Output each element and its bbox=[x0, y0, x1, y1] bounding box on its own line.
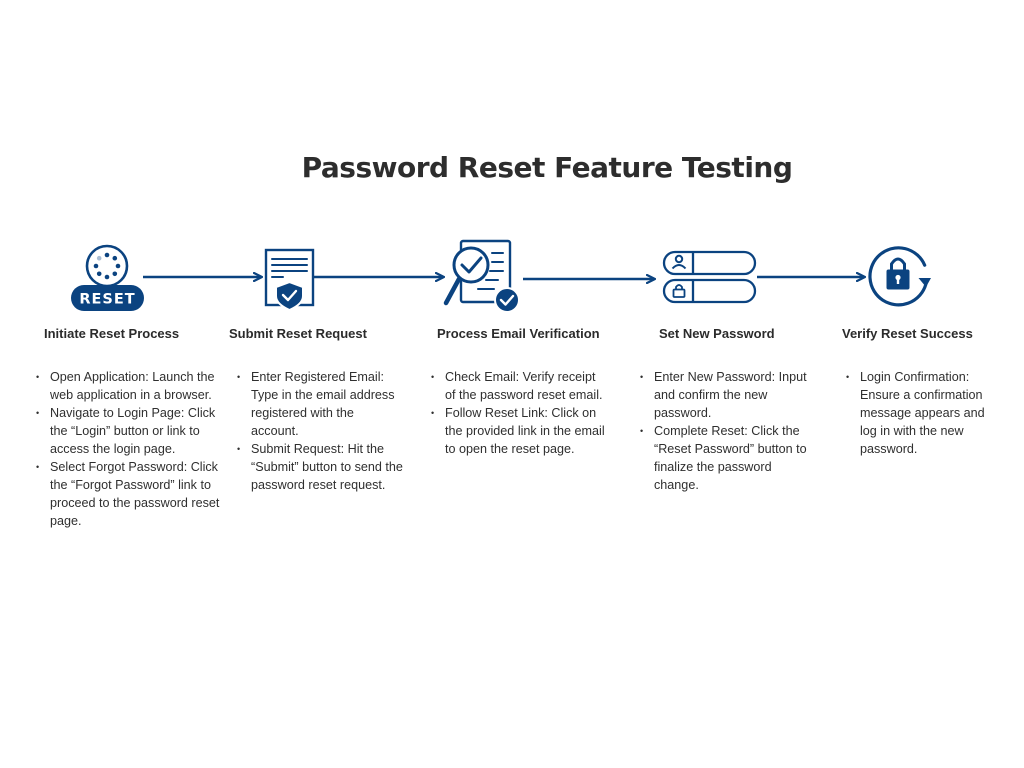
step-3-title: Process Email Verification bbox=[437, 326, 600, 341]
step-1-title: Initiate Reset Process bbox=[44, 326, 180, 341]
step-1-list: Open Application: Launch the web applica… bbox=[36, 368, 226, 530]
document-shield-icon bbox=[264, 248, 315, 312]
reset-badge-text: RESET bbox=[79, 292, 135, 308]
step-3-list: Check Email: Verify receipt of the passw… bbox=[431, 368, 609, 458]
list-item: Navigate to Login Page: Click the “Login… bbox=[36, 404, 226, 458]
list-item: Enter Registered Email: Type in the emai… bbox=[237, 368, 403, 440]
list-item: Follow Reset Link: Click on the provided… bbox=[431, 404, 609, 458]
reset-badge-icon: RESET bbox=[71, 244, 144, 311]
step-4-title: Set New Password bbox=[659, 326, 775, 341]
step-4-list: Enter New Password: Input and confirm th… bbox=[640, 368, 818, 494]
list-item: Submit Request: Hit the “Submit” button … bbox=[237, 440, 403, 494]
list-item: Login Confirmation: Ensure a confirmatio… bbox=[846, 368, 998, 458]
step-5-list: Login Confirmation: Ensure a confirmatio… bbox=[846, 368, 998, 458]
list-item: Enter New Password: Input and confirm th… bbox=[640, 368, 818, 422]
login-form-icon bbox=[662, 250, 757, 304]
list-item: Select Forgot Password: Click the “Forgo… bbox=[36, 458, 226, 530]
step-2-title: Submit Reset Request bbox=[229, 326, 367, 341]
list-item: Open Application: Launch the web applica… bbox=[36, 368, 226, 404]
list-item: Check Email: Verify receipt of the passw… bbox=[431, 368, 609, 404]
magnifier-verify-icon bbox=[443, 239, 520, 313]
list-item: Complete Reset: Click the “Reset Passwor… bbox=[640, 422, 818, 494]
page-title: Password Reset Feature Testing bbox=[301, 151, 793, 184]
lock-refresh-icon bbox=[868, 246, 931, 307]
step-2-list: Enter Registered Email: Type in the emai… bbox=[237, 368, 403, 494]
step-5-title: Verify Reset Success bbox=[842, 326, 973, 341]
